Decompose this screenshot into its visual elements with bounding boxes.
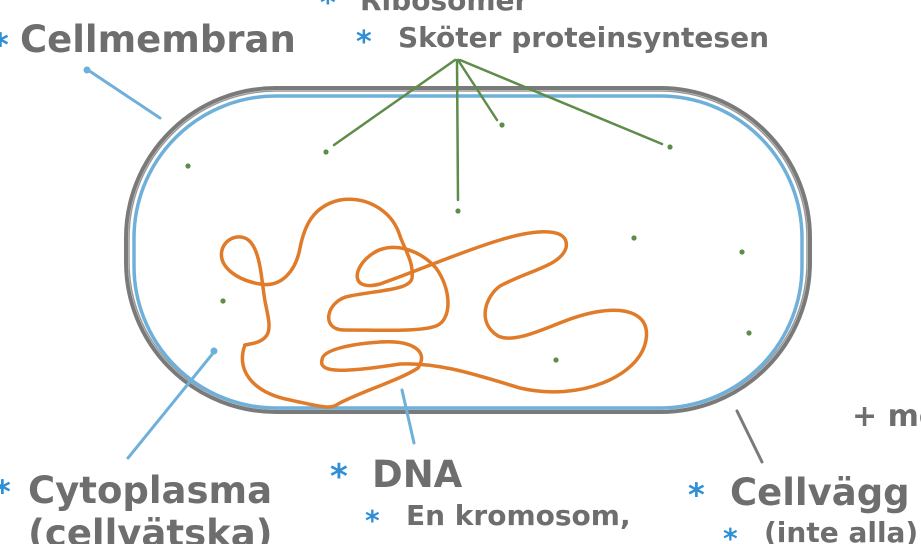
- cytoplasma-pointer-dot: [210, 347, 218, 355]
- more-label: + me: [852, 399, 921, 434]
- ribosome-pointer-line: [456, 58, 499, 122]
- cellvagg-label: Cellvägg: [730, 471, 910, 514]
- cytoplasma-pointer-line: [126, 350, 216, 460]
- ribosome-dot: [631, 235, 637, 241]
- bullet-icon: *: [356, 25, 372, 60]
- bullet-icon: *: [0, 473, 11, 511]
- ribosomer-description: Sköter proteinsyntesen: [398, 21, 769, 54]
- bullet-icon: *: [320, 0, 336, 21]
- ribosome-pointer-line: [332, 58, 457, 147]
- bullet-icon: *: [0, 26, 9, 64]
- bullet-icon: *: [723, 522, 738, 544]
- membrane-pointers: [86, 68, 416, 460]
- ribosome-dot: [220, 298, 226, 304]
- ribosome-dot: [746, 330, 752, 336]
- dna-label: DNA: [372, 453, 463, 496]
- dna-strand: [219, 197, 649, 409]
- cytoplasma-label: Cytoplasma: [28, 469, 272, 512]
- cellmembran-pointer-dot: [83, 66, 91, 74]
- ribosome-dot: [185, 163, 191, 169]
- cellvagg-sublabel: (inte alla): [764, 516, 918, 544]
- cytoplasma-sublabel: (cellvätska): [28, 512, 273, 544]
- ribosomes: [185, 122, 752, 363]
- cellmembran-label: Cellmembran: [20, 18, 296, 61]
- ribosome-pointer-line: [455, 58, 460, 202]
- ribosome-dot: [553, 357, 559, 363]
- ribosome-dot: [499, 122, 505, 128]
- ribosome-pointer-line: [458, 58, 664, 146]
- ribosome-dot: [667, 144, 673, 150]
- dna-pointer-line: [400, 388, 416, 445]
- bullet-icon: *: [365, 504, 380, 537]
- ribosome-dot: [739, 249, 745, 255]
- ribosomer-label: Ribosomer: [360, 0, 529, 17]
- cellmembran-pointer-line: [86, 68, 162, 120]
- dna-description: En kromosom,: [406, 499, 631, 532]
- ribosome-dot: [455, 208, 461, 214]
- ribosome-pointers: [332, 58, 664, 202]
- ribosome-dot: [323, 149, 329, 155]
- bullet-icon: *: [688, 476, 705, 514]
- cellvagg-pointer-line: [735, 409, 764, 464]
- cell-wall: [124, 86, 812, 414]
- bullet-icon: *: [330, 457, 348, 497]
- cell-membrane: [132, 94, 804, 410]
